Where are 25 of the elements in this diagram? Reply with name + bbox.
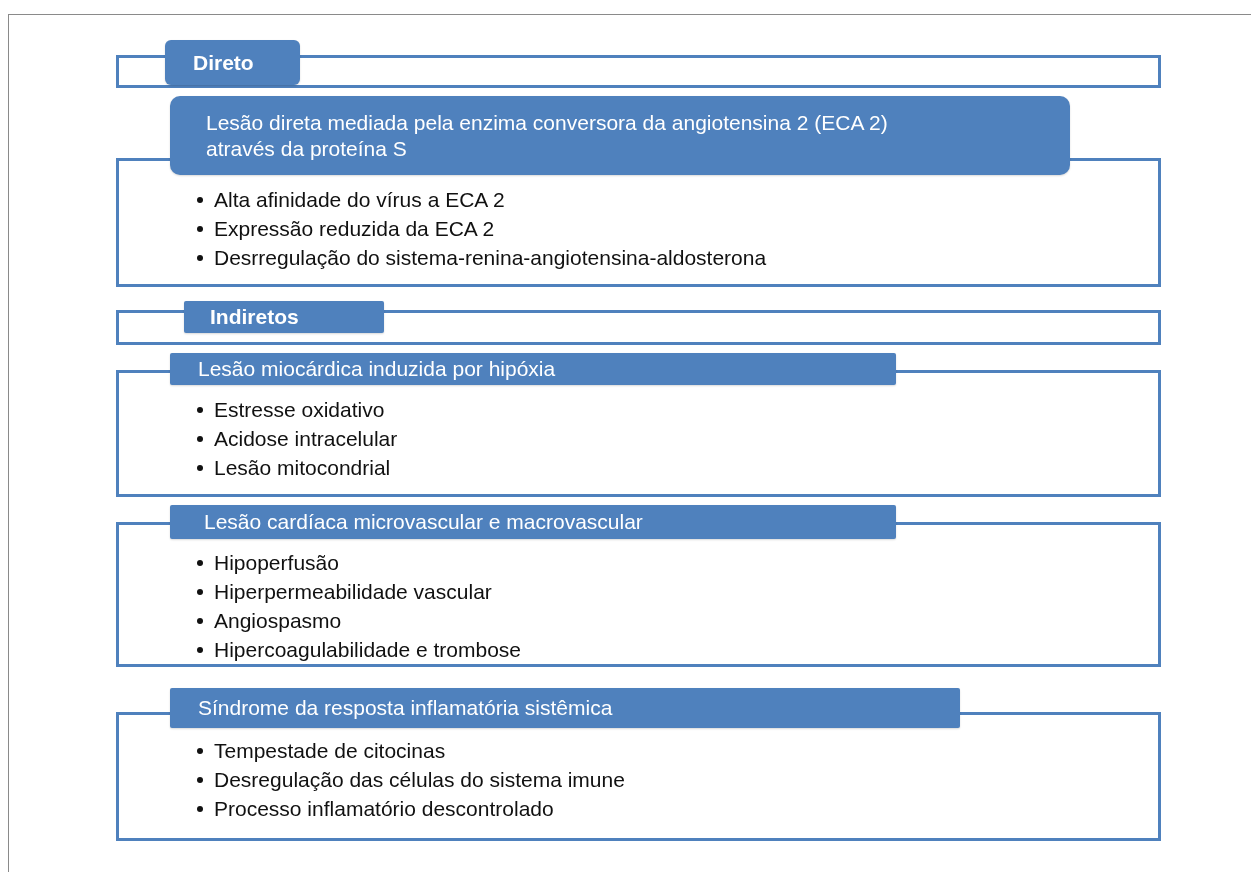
group-frame	[116, 301, 1161, 345]
bullet-item: Tempestade de citocinas	[214, 738, 446, 764]
bullet-item: Angiospasmo	[214, 608, 342, 634]
bullet-item: Lesão mitocondrial	[214, 455, 391, 481]
section-box	[116, 688, 1161, 841]
section-box	[116, 96, 1161, 287]
bullet-item: Processo inflamatório descontrolado	[214, 796, 554, 822]
bullet-item: Expressão reduzida da ECA 2	[214, 216, 495, 242]
bullet-item: Hipoperfusão	[214, 550, 339, 576]
bullet-item: Estresse oxidativo	[214, 397, 385, 423]
header-label: Lesão cardíaca microvascular e macrovascular	[170, 505, 896, 539]
bullet-item: Hiperpermeabilidade vascular	[214, 579, 492, 605]
header-label: Lesão miocárdica induzida por hipóxia	[170, 353, 896, 385]
bullet-item: Acidose intracelular	[214, 426, 398, 452]
section-box	[116, 505, 1161, 667]
header-label: Indiretos	[184, 301, 384, 333]
bullet-item: Desregulação das células do sistema imune	[214, 767, 625, 793]
header-label: Direto	[165, 40, 300, 85]
bullet-item: Hipercoagulabilidade e trombose	[214, 637, 522, 663]
bullet-item: Alta afinidade do vírus a ECA 2	[214, 187, 505, 213]
group-frame	[116, 40, 1161, 88]
bullet-item: Desrregulação do sistema-renina-angiotensina-aldosterona	[214, 245, 767, 271]
header-label: Lesão direta mediada pela enzima conversora da angiotensina 2 (ECA 2) através da proteína S	[170, 96, 1070, 175]
header-label: Síndrome da resposta inflamatória sistêmica	[170, 688, 960, 728]
section-box	[116, 353, 1161, 497]
